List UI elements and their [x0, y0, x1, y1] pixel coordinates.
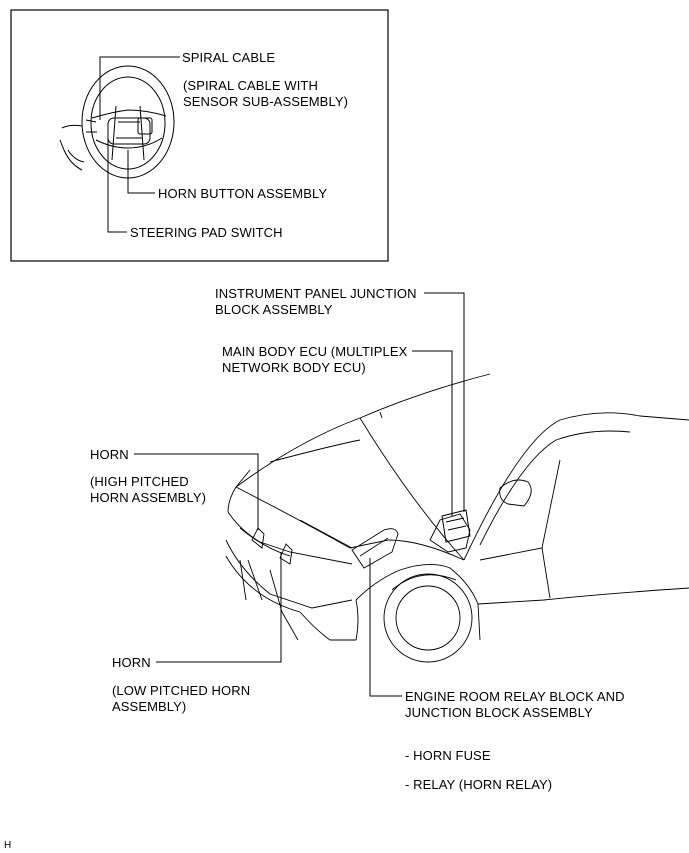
horn-high-sub-label-1: (HIGH PITCHED [90, 474, 189, 489]
main-leaders [134, 292, 465, 697]
steering-pad-switch-label: STEERING PAD SWITCH [130, 225, 283, 240]
steering-wheel-drawing [59, 65, 175, 179]
inset-frame [10, 9, 389, 262]
horn-low-sub-label-2: ASSEMBLY) [112, 699, 187, 714]
body-ecu-label-1: MAIN BODY ECU (MULTIPLEX [222, 344, 408, 359]
engine-room-label-1: ENGINE ROOM RELAY BLOCK AND [405, 689, 625, 704]
body-ecu-drawing [441, 509, 471, 543]
horn-low-sub-label-1: (LOW PITCHED HORN [112, 683, 251, 698]
figure-code: H [4, 840, 12, 851]
ip-junction-label-2: BLOCK ASSEMBLY [215, 302, 333, 317]
ip-junction-label-1: INSTRUMENT PANEL JUNCTION [215, 286, 417, 301]
horn-high-label: HORN [90, 447, 129, 462]
horn-high-sub-label-2: HORN ASSEMBLY) [90, 490, 207, 505]
car-drawing [225, 373, 689, 663]
inset-leaders [99, 56, 180, 233]
horn-fuse-label: - HORN FUSE [405, 748, 491, 763]
spiral-cable-label: SPIRAL CABLE [182, 50, 276, 65]
spiral-cable-sub-label-2: SENSOR SUB-ASSEMBLY) [183, 94, 349, 109]
horn-low-label: HORN [112, 655, 151, 670]
spiral-cable-sub-label-1: (SPIRAL CABLE WITH [183, 78, 318, 93]
horn-button-label: HORN BUTTON ASSEMBLY [158, 186, 328, 201]
body-ecu-label-2: NETWORK BODY ECU) [222, 360, 366, 375]
horn-relay-label: - RELAY (HORN RELAY) [405, 777, 553, 792]
engine-room-label-2: JUNCTION BLOCK ASSEMBLY [405, 705, 593, 720]
